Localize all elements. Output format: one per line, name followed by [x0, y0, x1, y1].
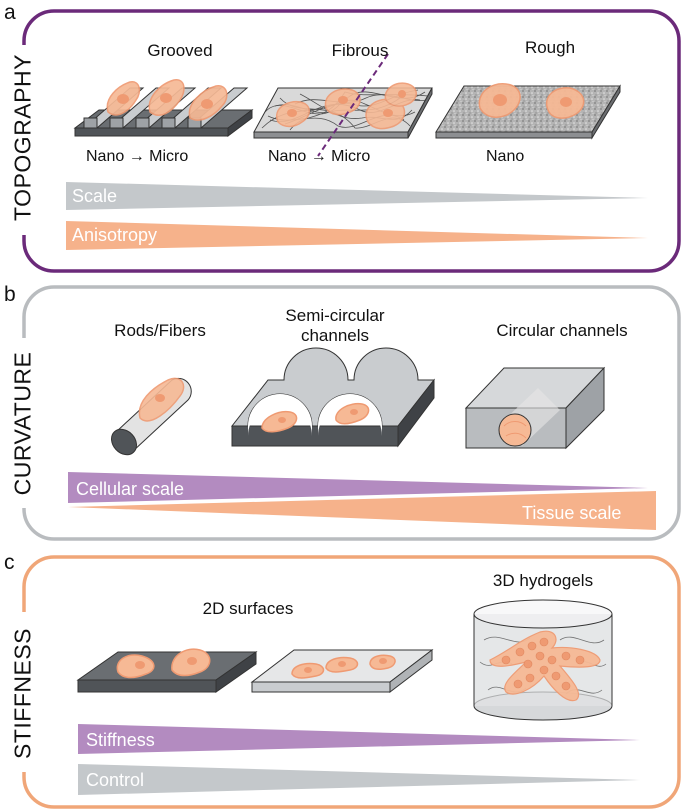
tissue-scale-label: Tissue scale — [522, 503, 622, 523]
panel-letter-c: c — [4, 551, 15, 574]
anisotropy-wedge — [66, 221, 648, 250]
rough-scale-label: Nano — [486, 148, 525, 165]
grooved-substrate-illustration — [73, 79, 254, 137]
circular-channel-illustration — [464, 366, 606, 450]
anisotropy-wedge-label: Anisotropy — [72, 225, 158, 245]
grooved-title: Grooved — [147, 41, 213, 60]
scale-wedge-label: Scale — [72, 186, 118, 206]
panel-letter-b: b — [4, 283, 16, 306]
fibrous-substrate-illustration — [253, 53, 433, 157]
side-label-curvature: CURVATURE — [9, 351, 36, 496]
scale-wedge — [66, 182, 648, 210]
rough-title: Rough — [524, 38, 576, 57]
circular-channels-title: Circular channels — [496, 321, 628, 340]
rods-fibers-title: Rods/Fibers — [114, 321, 206, 340]
control-wedge-label: Control — [86, 770, 145, 790]
fibrous-scale-label: Nano → Micro — [268, 148, 371, 165]
grooved-scale-label: Nano → Micro — [86, 148, 189, 165]
side-label-topography: TOPOGRAPHY — [9, 54, 36, 221]
fibrous-title: Fibrous — [331, 41, 389, 60]
3d-hydrogels-title: 3D hydrogels — [492, 571, 594, 590]
stiffness-wedge — [78, 724, 640, 754]
rod-fiber-illustration — [111, 377, 192, 456]
control-wedge — [78, 764, 640, 795]
stiff-2d-surface-illustration — [76, 648, 258, 693]
semicircular-title: Semi-circular channels — [285, 306, 385, 345]
cellular-scale-wedge — [68, 472, 648, 503]
hydrogel-cylinder-illustration — [473, 599, 613, 721]
2d-surfaces-title: 2D surfaces — [202, 599, 294, 618]
panel-letter-a: a — [4, 1, 16, 24]
soft-2d-surface-illustration — [250, 648, 434, 694]
cellular-scale-label: Cellular scale — [76, 479, 185, 499]
rough-substrate-illustration — [435, 83, 621, 140]
fibrous-divider-line — [317, 53, 389, 157]
side-label-stiffness: STIFFNESS — [9, 628, 36, 760]
tissue-scale-wedge — [68, 491, 656, 530]
semicircular-channels-illustration — [230, 347, 436, 448]
stiffness-wedge-label: Stiffness — [86, 730, 155, 750]
